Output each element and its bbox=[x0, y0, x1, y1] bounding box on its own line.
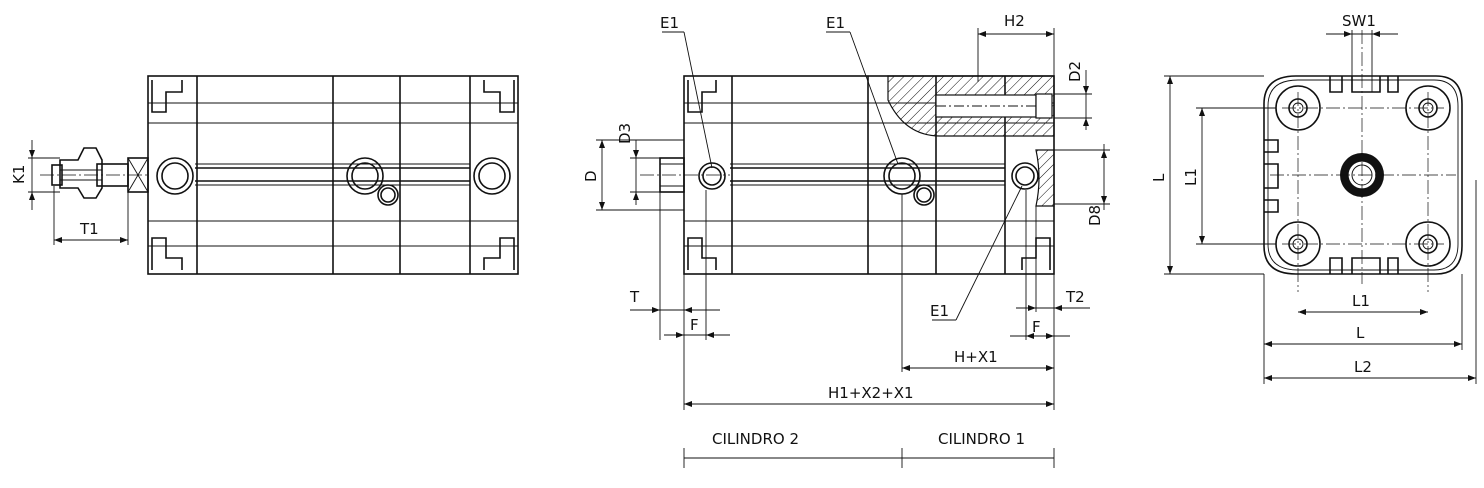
label-t2: T2 bbox=[1065, 288, 1085, 306]
label-h-x1: H+X1 bbox=[954, 348, 998, 366]
label-e1-bottom: E1 bbox=[930, 302, 949, 320]
label-d: D bbox=[582, 170, 600, 182]
port-circle bbox=[156, 157, 194, 195]
label-h1-x2-x1: H1+X2+X1 bbox=[828, 384, 914, 402]
label-e1-top-left: E1 bbox=[660, 14, 679, 32]
label-l-horizontal: L bbox=[1356, 324, 1365, 342]
label-d2: D2 bbox=[1066, 61, 1084, 82]
label-t: T bbox=[629, 288, 640, 306]
label-l1-horizontal: L1 bbox=[1352, 292, 1370, 310]
label-e1-top-mid: E1 bbox=[826, 14, 845, 32]
left-side-view: K1 T1 bbox=[10, 75, 519, 275]
label-cilindro-2: CILINDRO 2 bbox=[712, 430, 799, 448]
middle-tandem-view: E1 E1 E1 H2 D2 D3 D bbox=[582, 12, 1110, 468]
end-plate bbox=[1263, 75, 1463, 275]
label-f-left: F bbox=[690, 316, 699, 334]
label-d8: D8 bbox=[1086, 205, 1104, 226]
label-h2: H2 bbox=[1004, 12, 1025, 30]
label-k1: K1 bbox=[10, 165, 28, 184]
label-f-right: F bbox=[1032, 318, 1041, 336]
label-l1-vertical: L1 bbox=[1182, 168, 1200, 186]
label-t1: T1 bbox=[79, 220, 99, 238]
end-view: SW1 L L1 L1 L L2 bbox=[1150, 12, 1477, 384]
rod-nut bbox=[59, 147, 103, 199]
label-sw1: SW1 bbox=[1342, 12, 1376, 30]
label-l-vertical: L bbox=[1150, 173, 1168, 182]
label-d3: D3 bbox=[616, 123, 634, 144]
label-l2: L2 bbox=[1354, 358, 1372, 376]
label-cilindro-1: CILINDRO 1 bbox=[938, 430, 1025, 448]
